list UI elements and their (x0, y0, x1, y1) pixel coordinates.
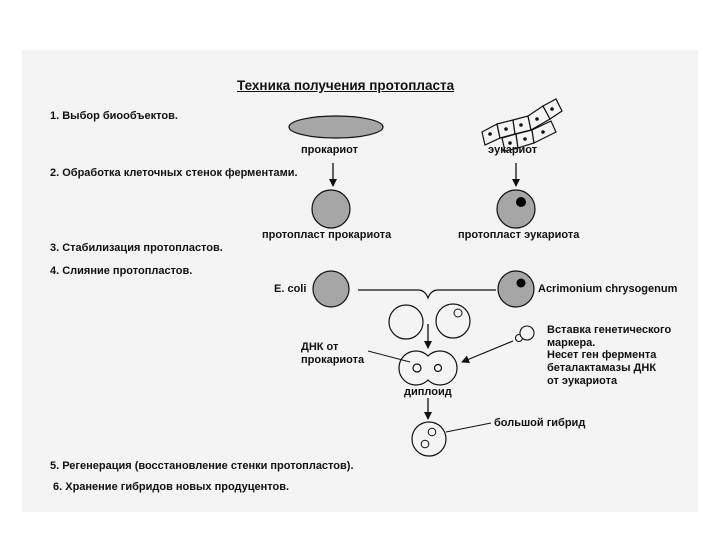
label-eukaryote: эукариот (488, 144, 538, 156)
dna-label-pointer (367, 350, 411, 363)
acrimonium-nucleus (516, 278, 526, 288)
label-protoplast-eukaryote: протопласт эукариота (458, 229, 580, 241)
label-acrimonium: Acrimonium chrysogenum (538, 283, 678, 295)
label-diploid: диплоид (404, 386, 452, 398)
step-6: 6. Хранение гибридов новых продуцентов. (53, 481, 290, 493)
label-protoplast-prokaryote: протопласт прокариота (262, 229, 392, 241)
eukaryote-nuclei (488, 107, 554, 145)
label-dna-from-prokaryote: ДНК от прокариота (301, 341, 365, 366)
label-marker-insert: Вставка генетического маркера. Несет ген… (547, 324, 672, 387)
fusing-protoplast-right (435, 303, 471, 339)
page-title: Техника получения протопласта (237, 78, 455, 93)
genetic-marker-plasmid (514, 325, 535, 343)
label-big-hybrid: большой гибрид (494, 417, 586, 429)
ecoli-protoplast (312, 270, 350, 308)
eukaryote-protoplast-nucleus (516, 197, 526, 207)
fusing-protoplast-left (388, 304, 424, 340)
big-hybrid-pointer (445, 422, 492, 433)
label-prokaryote: прокариот (301, 144, 359, 156)
eukaryote-protoplast (496, 189, 536, 229)
label-ecoli: E. coli (274, 283, 307, 295)
big-hybrid-nucleus-bottom (420, 439, 430, 449)
step-2: 2. Обработка клеточных стенок ферментами… (50, 167, 298, 179)
fusing-protoplast-right-nucleus (453, 308, 463, 318)
fusion-brace (358, 289, 496, 300)
step-4: 4. Слияние протопластов. (50, 265, 193, 277)
diploid-cell (398, 350, 458, 386)
arrow-marker-to-diploid (461, 340, 514, 364)
prokaryote-protoplast (311, 189, 351, 229)
big-hybrid-nucleus-top (427, 427, 437, 437)
step-5: 5. Регенерация (восстановление стенки пр… (50, 460, 354, 472)
acrimonium-protoplast (497, 270, 535, 308)
step-1: 1. Выбор биообъектов. (50, 110, 178, 122)
prokaryote-cell (288, 115, 384, 139)
big-hybrid-cell (411, 421, 447, 457)
step-3: 3. Стабилизация протопластов. (50, 242, 223, 254)
